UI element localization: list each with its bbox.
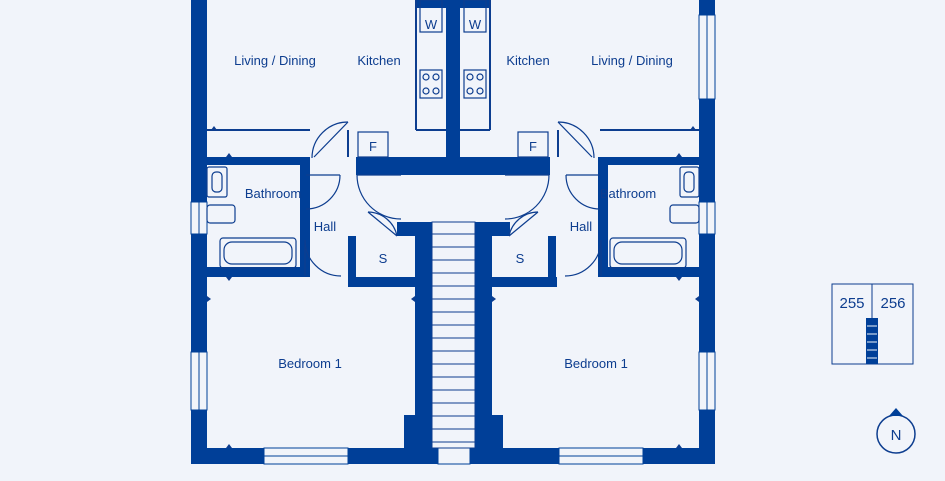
left-hall-label: Hall (314, 219, 337, 234)
left-fridge-label: F (369, 139, 377, 154)
right-washer-label: W (469, 17, 482, 32)
right-bathroom-label: Bathroom (600, 186, 656, 201)
left-bathroom-label: Bathroom (245, 186, 301, 201)
right-hall-label: Hall (570, 219, 593, 234)
right-store-label: S (516, 251, 525, 266)
left-kitchen-label: Kitchen (357, 53, 400, 68)
staircase (431, 221, 476, 449)
windows (190, 14, 716, 465)
right-living-dining-label: Living / Dining (591, 53, 673, 68)
room-labels: Living / Dining Kitchen Kitchen Living /… (234, 17, 673, 371)
compass-label: N (891, 427, 902, 444)
key-plan-unit-left: 255 (839, 295, 864, 312)
left-living-dining-label: Living / Dining (234, 53, 316, 68)
right-kitchen-label: Kitchen (506, 53, 549, 68)
key-plan-unit-right: 256 (880, 295, 905, 312)
partitions (207, 0, 699, 157)
kitchen-fittings (357, 0, 549, 158)
right-fridge-label: F (529, 139, 537, 154)
left-washer-label: W (425, 17, 438, 32)
key-plan: 255 256 (831, 283, 914, 365)
north-arrow-icon: N (876, 408, 916, 454)
right-bedroom-label: Bedroom 1 (564, 356, 628, 371)
bathroom-fittings (206, 166, 700, 269)
left-bedroom-label: Bedroom 1 (278, 356, 342, 371)
left-store-label: S (379, 251, 388, 266)
dimension-markers (207, 126, 699, 448)
window-glazing (198, 15, 708, 457)
doors (304, 121, 602, 277)
